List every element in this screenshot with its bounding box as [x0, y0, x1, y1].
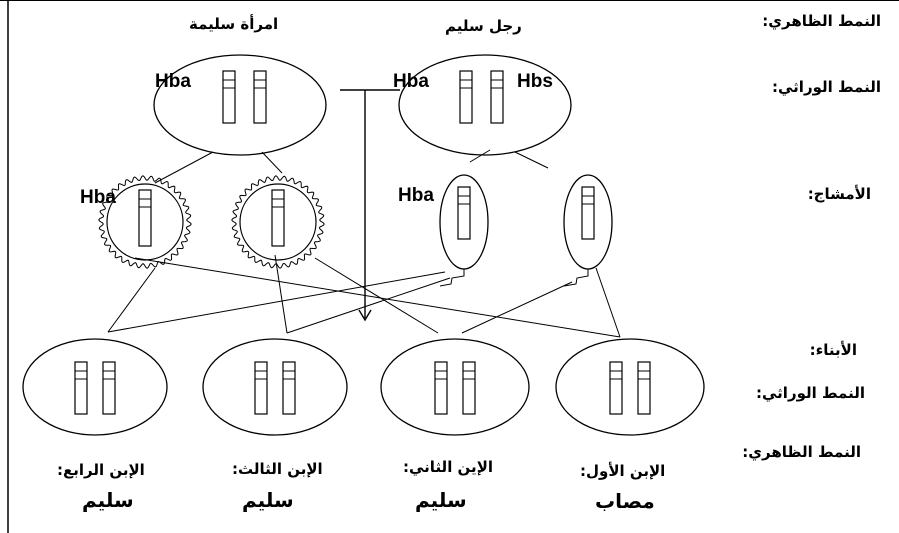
child-2-chromosomes [254, 361, 296, 415]
child-2-phenotype: سليم [415, 488, 467, 512]
child-4-phenotype: سليم [82, 488, 134, 512]
child-1-chromosomes [74, 361, 116, 415]
child-4-name: الإبن الرابع: [57, 461, 145, 479]
child-4-chromosomes [609, 361, 651, 415]
father-chromosome-pair [459, 70, 504, 124]
children-cells [22, 338, 705, 436]
row-label-gametes: الأمشاج: [807, 185, 871, 203]
fertilization-arrow [340, 89, 400, 322]
child-3-chromosomes [434, 361, 476, 415]
father-phenotype-label: رجل سليم [445, 17, 522, 35]
fertilization-lines [107, 254, 621, 338]
sperm-gametes [439, 174, 613, 287]
egg-cell-1 [98, 175, 192, 269]
father-allele-left-label: Hba [393, 71, 429, 92]
children-chromosome-pairs [74, 361, 651, 415]
child-2-name: الإين الثاني: [403, 458, 493, 476]
mother-chromosome-pair [222, 70, 267, 124]
father-cell [398, 54, 572, 156]
row-label-phenotype-top: النمط الظاهري: [762, 12, 881, 30]
child-1-name: الإبن الأول: [580, 462, 666, 480]
child-3-name: الإبن الثالث: [232, 460, 323, 478]
child-1-phenotype: مصاب [595, 489, 655, 513]
mother-phenotype-label: امرأة سليمة [189, 15, 279, 33]
mother-cell [153, 54, 327, 156]
egg-cell-2 [231, 175, 325, 269]
row-label-phenotype-children: النمط الظاهري: [742, 443, 861, 461]
child-3-phenotype: سليم [242, 488, 294, 512]
egg-allele-label: Hba [80, 187, 116, 208]
row-label-genotype-top: النمط الوراثي: [772, 78, 881, 96]
sperm-allele-label: Hba [398, 185, 434, 206]
row-label-children: الأبناء: [809, 341, 857, 359]
meiosis-lines [154, 149, 549, 184]
father-allele-right-label: Hbs [517, 71, 553, 92]
egg-gametes [98, 175, 325, 269]
row-label-genotype-children: النمط الوراثي: [756, 384, 865, 402]
mother-allele-label: Hba [155, 71, 191, 92]
